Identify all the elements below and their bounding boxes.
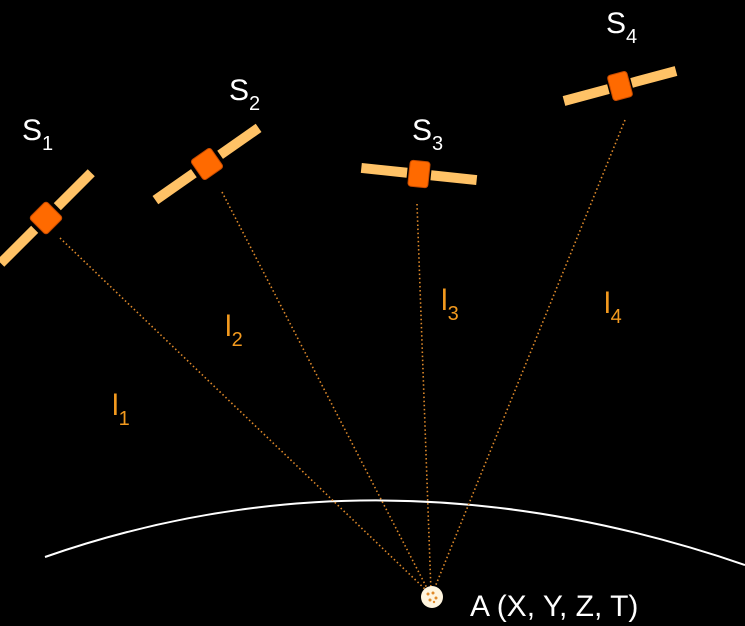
satellite-1-label: S1 [22, 114, 53, 155]
satellite-2-icon [152, 123, 262, 205]
distance-3-label: l3 [441, 284, 459, 325]
range-line-4 [432, 119, 626, 593]
satellite-3-icon [360, 159, 478, 189]
range-line-3 [416, 203, 432, 593]
range-line-1 [59, 237, 429, 593]
satellite-4-label: S4 [606, 7, 637, 48]
satellite-2-label: S2 [229, 74, 260, 115]
distance-1-label: l1 [112, 389, 130, 430]
receiver-point-icon [421, 586, 443, 608]
distance-2-label: l2 [225, 310, 243, 351]
distance-4-label: l4 [604, 287, 622, 328]
satellite-1-icon [0, 169, 95, 267]
receiver-label: A (X, Y, Z, T) [470, 590, 638, 623]
earth-surface-curve [44, 499, 745, 566]
range-line-2 [221, 191, 430, 593]
satellite-4-icon [562, 66, 678, 106]
satellite-3-label: S3 [412, 114, 443, 155]
